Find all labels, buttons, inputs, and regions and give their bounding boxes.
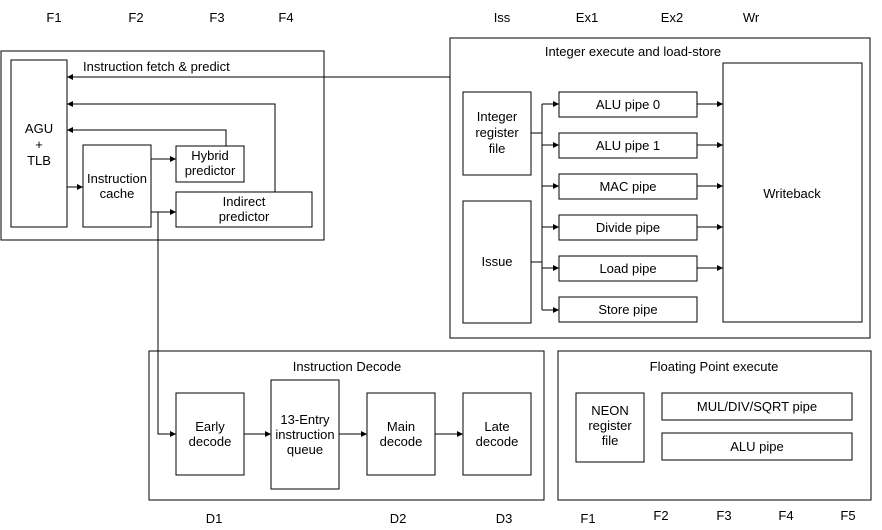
- integer-register-file-label-2: register: [475, 125, 519, 140]
- stage-label-iss: Iss: [494, 10, 511, 25]
- stage-label-f4-bottom: F4: [778, 508, 793, 523]
- main-decode-label-2: decode: [380, 434, 423, 449]
- stage-label-ex1: Ex1: [576, 10, 598, 25]
- fp-alu-pipe-box: [661, 432, 853, 461]
- stage-label-f1-top: F1: [46, 10, 61, 25]
- neon-register-file-box: [575, 392, 645, 463]
- wire-indirect-to-agu: [67, 101, 276, 192]
- stage-label-f5-bottom: F5: [840, 508, 855, 523]
- stage-label-f2-bottom: F2: [653, 508, 668, 523]
- stage-label-f1-bottom: F1: [580, 511, 595, 526]
- early-decode-label-1: Early: [195, 419, 225, 434]
- issue-box: [462, 200, 532, 324]
- instruction-cache-box: [82, 144, 152, 228]
- stage-label-ex2: Ex2: [661, 10, 683, 25]
- stage-label-f2-top: F2: [128, 10, 143, 25]
- integer-register-file-label-1: Integer: [477, 109, 518, 124]
- stage-label-d3: D3: [496, 511, 513, 526]
- integer-register-file-box: [462, 91, 532, 176]
- instruction-queue-label-3: queue: [287, 442, 323, 457]
- tlb-label: TLB: [27, 153, 51, 168]
- early-decode-label-2: decode: [189, 434, 232, 449]
- fetch-group-title: Instruction fetch & predict: [83, 59, 230, 74]
- integer-group-title: Integer execute and load-store: [545, 44, 721, 59]
- indirect-predictor-label-1: Indirect: [223, 194, 266, 209]
- late-decode-label-1: Late: [484, 419, 509, 434]
- stage-label-wr: Wr: [743, 10, 760, 25]
- alu-pipe-0-box: [558, 91, 698, 118]
- main-decode-box: [366, 392, 436, 476]
- agu-plus-label: +: [35, 137, 43, 152]
- hybrid-predictor-box: [175, 145, 245, 183]
- hybrid-predictor-label-1: Hybrid: [191, 148, 229, 163]
- fp-alu-pipe-label: ALU pipe: [730, 439, 783, 454]
- instruction-queue-box: [270, 379, 340, 490]
- neon-register-file-label-2: register: [588, 418, 632, 433]
- stage-label-d2: D2: [390, 511, 407, 526]
- writeback-box: [722, 62, 863, 323]
- late-decode-label-2: decode: [476, 434, 519, 449]
- mul-div-sqrt-pipe-box: [661, 392, 853, 421]
- indirect-predictor-box: [175, 191, 313, 228]
- writeback-label: Writeback: [763, 186, 821, 201]
- integer-register-file-label-3: file: [489, 141, 506, 156]
- early-decode-box: [175, 392, 245, 476]
- agu-label: AGU: [25, 121, 53, 136]
- wire-hybrid-to-agu: [67, 127, 227, 146]
- indirect-predictor-label-2: predictor: [219, 209, 270, 224]
- late-decode-box: [462, 392, 532, 476]
- main-decode-label-1: Main: [387, 419, 415, 434]
- stage-label-f3-bottom: F3: [716, 508, 731, 523]
- store-pipe-label: Store pipe: [598, 302, 657, 317]
- alu-pipe-1-box: [558, 132, 698, 159]
- hybrid-predictor-label-2: predictor: [185, 163, 236, 178]
- mac-pipe-label: MAC pipe: [599, 179, 656, 194]
- decode-group-title: Instruction Decode: [293, 359, 401, 374]
- stage-label-f4-top: F4: [278, 10, 293, 25]
- mul-div-sqrt-pipe-label: MUL/DIV/SQRT pipe: [697, 399, 817, 414]
- load-pipe-box: [558, 255, 698, 282]
- instruction-cache-label-2: cache: [100, 186, 135, 201]
- agu-tlb-box: [10, 59, 68, 228]
- alu-pipe-1-label: ALU pipe 1: [596, 138, 660, 153]
- mac-pipe-box: [558, 173, 698, 200]
- stage-label-f3-top: F3: [209, 10, 224, 25]
- stage-label-d1: D1: [206, 511, 223, 526]
- neon-register-file-label-3: file: [602, 433, 619, 448]
- alu-pipe-0-label: ALU pipe 0: [596, 97, 660, 112]
- instruction-queue-label-2: instruction: [275, 427, 334, 442]
- fp-group-title: Floating Point execute: [650, 359, 779, 374]
- divide-pipe-label: Divide pipe: [596, 220, 660, 235]
- neon-register-file-label-1: NEON: [591, 403, 629, 418]
- instruction-cache-label-1: Instruction: [87, 171, 147, 186]
- wire-cache-to-early-decode: [157, 212, 176, 437]
- instruction-queue-label-1: 13-Entry: [280, 412, 330, 427]
- issue-label: Issue: [481, 254, 512, 269]
- divide-pipe-box: [558, 214, 698, 241]
- store-pipe-box: [558, 296, 698, 323]
- load-pipe-label: Load pipe: [599, 261, 656, 276]
